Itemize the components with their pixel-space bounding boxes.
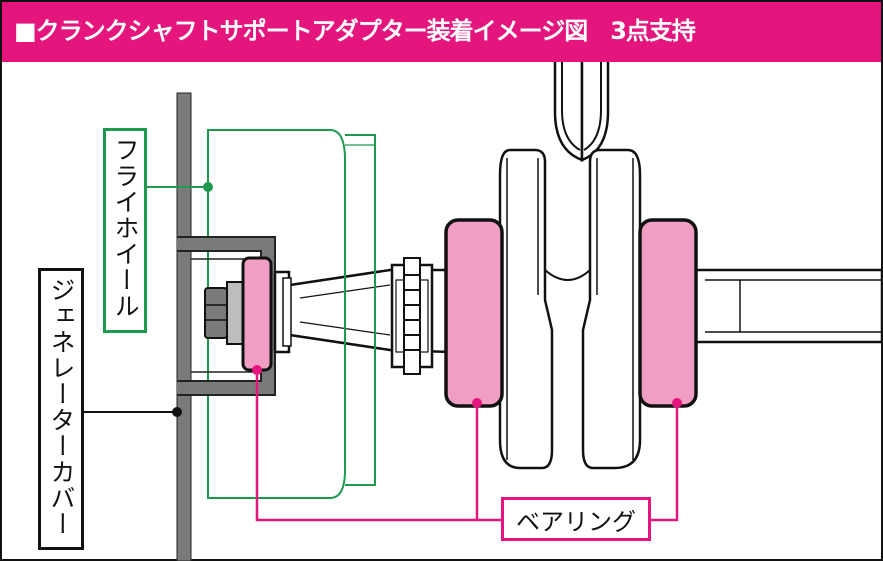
crank-web-right (581, 148, 642, 470)
flywheel-leader (147, 182, 213, 192)
crankshaft-right (688, 268, 883, 344)
bearing-leader (252, 365, 682, 522)
bearing-right (638, 218, 698, 408)
adapter-bearing (241, 256, 273, 372)
adapter-nut (204, 270, 292, 354)
page-title: ■クランクシャフトサポートアダプター装着イメージ図 3点支持 (0, 0, 883, 62)
flywheel-outline (207, 129, 376, 499)
sprocket (390, 257, 434, 375)
connecting-rod (553, 62, 610, 162)
generator-cover-leader (84, 407, 182, 417)
bearing-left (444, 218, 504, 408)
crank-web-left (498, 148, 554, 470)
generator-cover-label: ジェネレーターカバー (38, 268, 84, 550)
flywheel-label: フライホイール (103, 128, 147, 333)
bearing-label: ベアリング (501, 497, 651, 541)
